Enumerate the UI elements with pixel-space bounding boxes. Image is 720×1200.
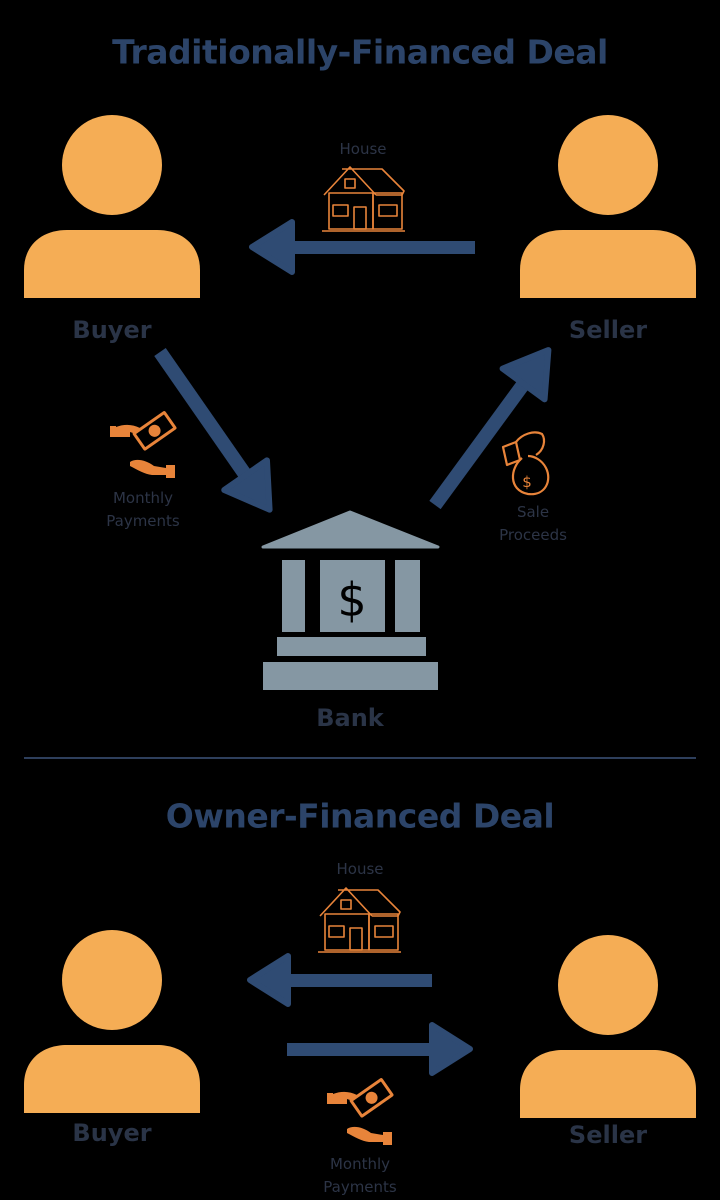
buyer-person-icon [24, 930, 200, 1113]
payments-label-line1: Monthly [329, 1155, 391, 1173]
bank-icon: $ [261, 510, 440, 690]
arrow-house-to-buyer [249, 219, 475, 275]
payments-label-line1: Monthly [112, 489, 174, 507]
buyer-label: Buyer [72, 1119, 152, 1147]
money-hand-icon [327, 1077, 395, 1145]
proceeds-label-line1: Sale [516, 503, 550, 521]
payments-label-line2: Payments [106, 512, 180, 530]
seller-person-icon [520, 935, 696, 1118]
proceeds-label-line2: Proceeds [499, 526, 567, 544]
house-icon [317, 887, 402, 953]
buyer-person-icon [24, 115, 200, 298]
arrow-proceeds-to-seller [429, 347, 552, 510]
seller-label: Seller [568, 316, 648, 344]
arrow-payments-to-seller [287, 1022, 473, 1076]
svg-text:$: $ [522, 473, 532, 491]
money-hand-icon [110, 410, 178, 478]
house-label: House [339, 140, 387, 158]
money-bag-icon: $ [501, 431, 550, 496]
arrow-house-to-buyer [247, 953, 432, 1007]
house-label: House [336, 860, 384, 878]
house-icon [321, 166, 406, 232]
section-title-owner: Owner-Financed Deal [165, 796, 555, 836]
section-title-traditional: Traditionally-Financed Deal [112, 32, 608, 72]
seller-person-icon [520, 115, 696, 298]
svg-text:$: $ [337, 573, 366, 627]
section-divider [24, 757, 696, 759]
payments-label-line2: Payments [323, 1178, 397, 1196]
bank-label: Bank [316, 704, 384, 732]
seller-label: Seller [568, 1121, 648, 1149]
arrow-payments-to-bank [154, 348, 273, 513]
buyer-label: Buyer [72, 316, 152, 344]
